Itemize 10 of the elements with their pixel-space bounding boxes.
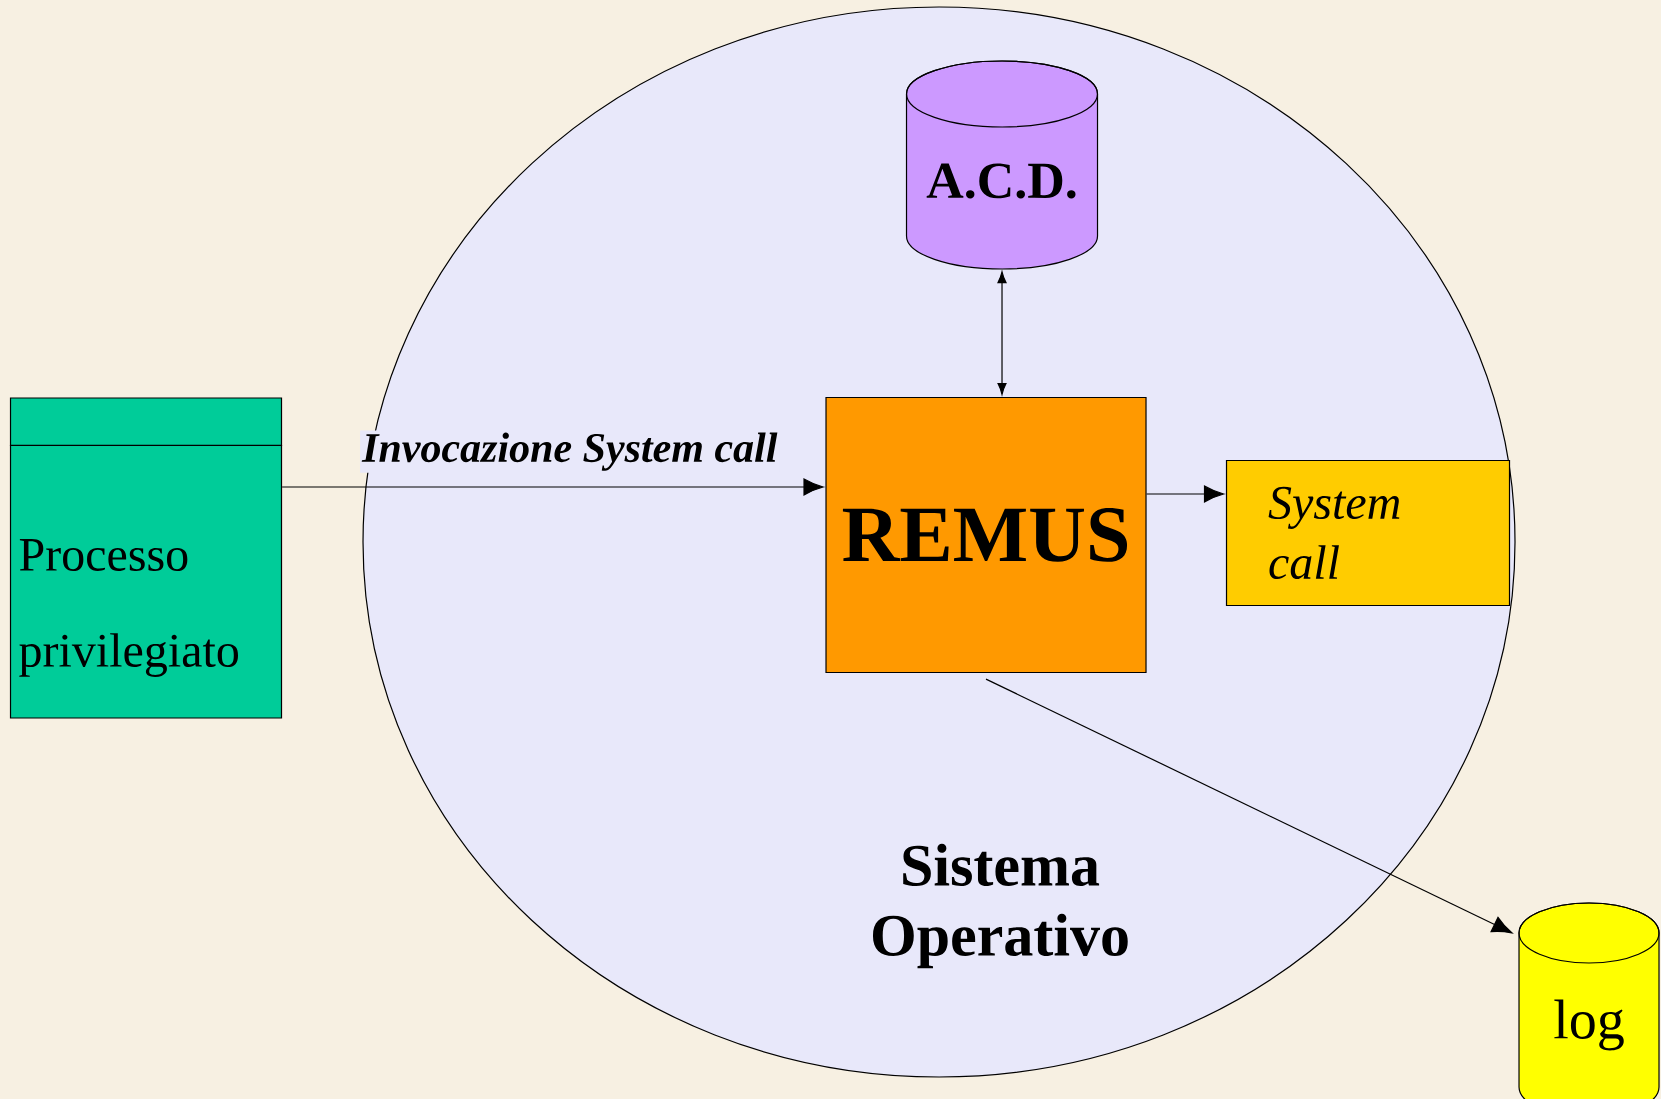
arrow: [997, 271, 1007, 395]
arrow: [1146, 485, 1225, 503]
process-box: Processo privilegiato: [9, 397, 283, 719]
arrow: [281, 478, 824, 496]
database-cylinder: log: [1518, 902, 1660, 1099]
edge-label: Invocazione System call: [360, 430, 780, 473]
process-box: REMUS: [825, 396, 1147, 674]
database-cylinder: A.C.D.: [905, 60, 1099, 270]
process-box: System call: [1225, 459, 1511, 607]
arrow: [985, 678, 1513, 934]
